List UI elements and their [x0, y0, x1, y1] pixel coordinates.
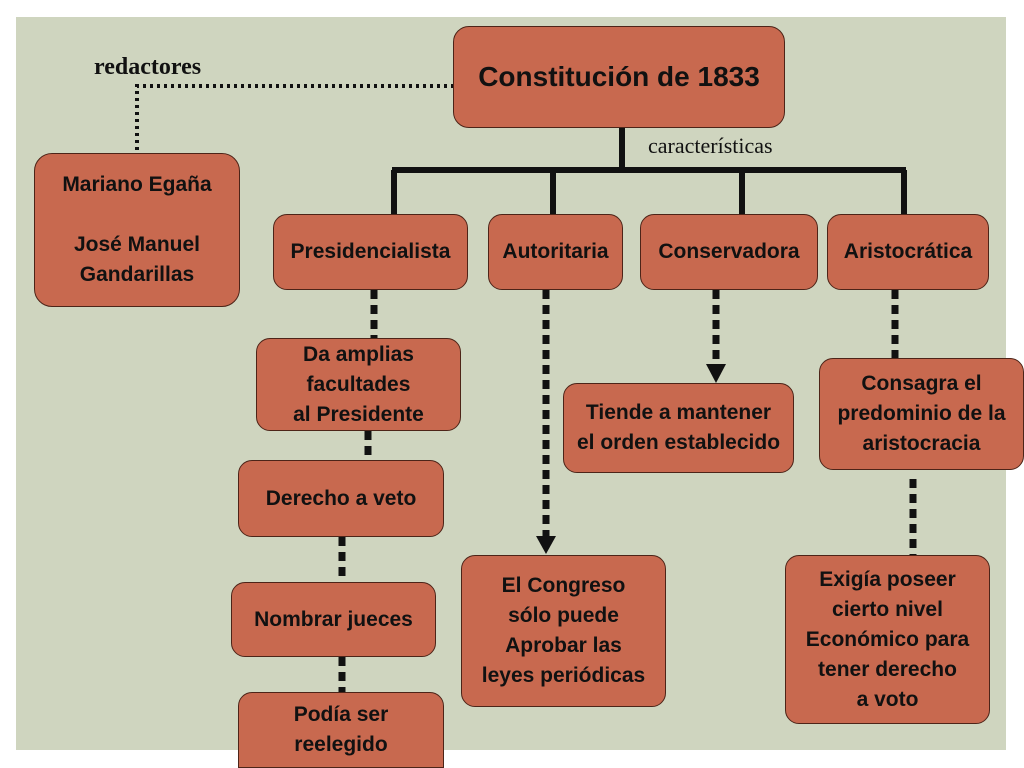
feature-conservadora: Conservadora: [640, 214, 818, 290]
feature-aristocratica: Aristocrática: [827, 214, 989, 290]
arrowhead-autoritaria: [536, 536, 556, 554]
feature-autoritaria: Autoritaria: [488, 214, 623, 290]
detail-reelegido: Podía ser reelegido: [238, 692, 444, 768]
authors-connector: [135, 84, 454, 152]
detail-nivel-economico: Exigía poseer cierto nivel Económico par…: [785, 555, 990, 724]
authors-box: Mariano Egaña José Manuel Gandarillas: [34, 153, 240, 307]
features-label: características: [648, 133, 773, 158]
detail-predominio-aristocracia: Consagra el predominio de la aristocraci…: [819, 358, 1024, 470]
detail-derecho-veto: Derecho a veto: [238, 460, 444, 537]
feature-presidencialista: Presidencialista: [273, 214, 468, 290]
detail-orden-establecido: Tiende a mantener el orden establecido: [563, 383, 794, 473]
detail-nombrar-jueces: Nombrar jueces: [231, 582, 436, 657]
authors-label: redactores: [94, 54, 202, 80]
detail-amplias-facultades: Da amplias facultades al Presidente: [256, 338, 461, 431]
title-box: Constitución de 1833: [453, 26, 785, 128]
detail-congreso: El Congreso sólo puede Aprobar las leyes…: [461, 555, 666, 707]
arrowhead-conservadora: [706, 364, 726, 383]
